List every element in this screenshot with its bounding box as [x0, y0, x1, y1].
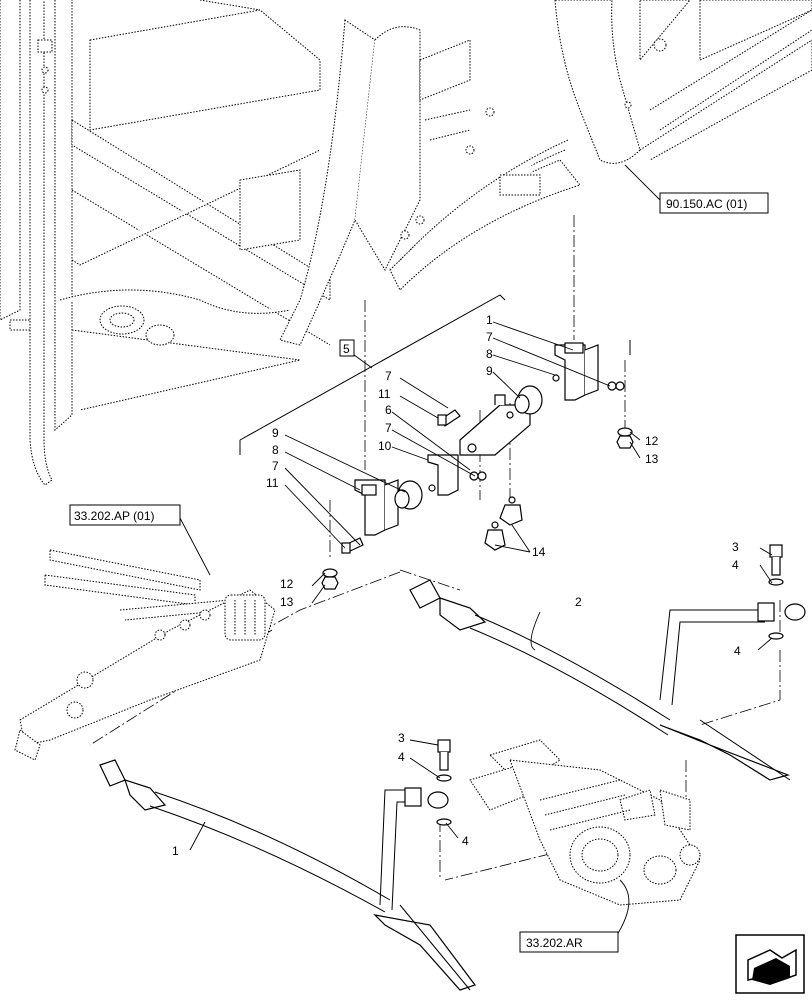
cab-frame-ref-label: 90.150.AC (01) — [666, 197, 747, 211]
centerlines — [89, 215, 781, 881]
callout-12: 12 — [280, 577, 294, 591]
bolts — [341, 374, 625, 554]
arrow-icon[interactable] — [735, 934, 805, 994]
clamps — [484, 496, 523, 551]
cab-frame — [0, 0, 812, 486]
callout-6: 1 — [486, 313, 493, 327]
hose-1 — [99, 759, 476, 991]
callout-2: 2 — [575, 595, 582, 609]
callout-4: 4 — [462, 834, 469, 848]
hose-2 — [409, 579, 806, 781]
callout-9: 9 — [486, 364, 493, 378]
right-valve-ref[interactable]: 33.202.AR — [519, 879, 630, 953]
callout-12: 12 — [645, 434, 659, 448]
callout-7: 7 — [385, 421, 392, 435]
bracket-upper — [554, 342, 599, 401]
callout-7: 7 — [272, 459, 279, 473]
callout-4: 4 — [734, 644, 741, 658]
callout-7: 7 — [486, 330, 493, 344]
banjo-fittings — [436, 544, 784, 826]
callout-11: 11 — [266, 476, 279, 490]
callout-7: 7 — [385, 369, 392, 383]
callout-6: 6 — [385, 403, 392, 417]
callout-4: 4 — [398, 750, 405, 764]
left-valve-ref[interactable]: 33.202.AP (01) — [69, 504, 211, 576]
callout-3: 3 — [398, 731, 405, 745]
callout-3: 3 — [732, 540, 739, 554]
callout-9: 9 — [272, 426, 279, 440]
callout-leaders — [189, 321, 773, 851]
left-valve — [14, 549, 276, 761]
bracket-lower — [354, 479, 399, 536]
right-valve — [469, 739, 701, 906]
group-5-label: 5 — [343, 342, 350, 356]
callout-11: 11 — [378, 387, 391, 401]
spacers — [394, 385, 543, 510]
callout-1-label: 1 — [172, 844, 179, 858]
callout-8: 8 — [272, 443, 279, 457]
callout-8: 8 — [486, 347, 493, 361]
callout-4: 4 — [732, 558, 739, 572]
right-valve-ref-label: 33.202.AR — [526, 936, 583, 950]
callout-14: 14 — [532, 545, 546, 559]
callout-numbers: 1 7 8 9 7 11 6 7 10 9 8 7 11 12 13 12 13… — [172, 313, 741, 858]
callout-13: 13 — [280, 595, 294, 609]
nuts-washers — [321, 427, 634, 590]
group-5-ref[interactable]: 5 — [339, 339, 373, 369]
cab-frame-ref[interactable]: 90.150.AC (01) — [624, 164, 769, 214]
left-valve-ref-label: 33.202.AP (01) — [74, 509, 155, 523]
bracket-bar — [459, 394, 531, 456]
callout-10: 10 — [378, 439, 392, 453]
group-bracket — [239, 294, 631, 455]
callout-13: 13 — [645, 452, 659, 466]
